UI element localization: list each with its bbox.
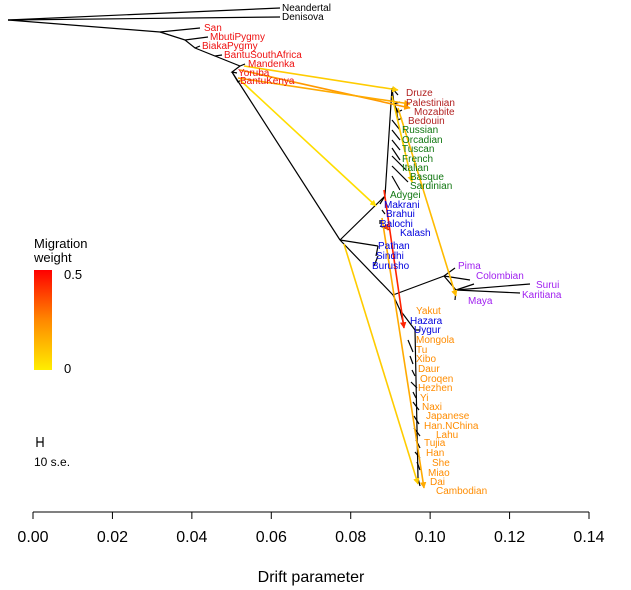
leaf-label: Burusho [372, 261, 410, 272]
leaf-label: Sardinian [410, 181, 452, 192]
leaf-label: Han [426, 448, 444, 459]
scale-bar: 10 s.e. [34, 437, 70, 469]
leaf-label: Hazara [410, 316, 443, 327]
leaf-label: Makrani [384, 200, 420, 211]
x-axis-title: Drift parameter [258, 569, 365, 586]
leaf-label: Neandertal [282, 3, 331, 14]
migration-edge [397, 107, 458, 297]
leaf-label: Yoruba [238, 68, 270, 79]
leaf-label: Sindhi [376, 251, 404, 262]
leaf-label: Brahui [386, 209, 415, 220]
leaf-label: MbutiPygmy [210, 32, 265, 43]
legend-title: weight [33, 250, 72, 265]
leaf-label: Naxi [422, 402, 442, 413]
leaf-label: Miao [428, 468, 450, 479]
migration-edge [237, 77, 411, 107]
leaf-label: Druze [406, 88, 433, 99]
leaf-label: Cambodian [436, 486, 487, 497]
migration-edge [383, 189, 407, 329]
migration-edge [382, 223, 389, 231]
leaf-label: Hezhen [418, 383, 452, 394]
leaf-label: Uygur [414, 325, 441, 336]
leaf-label: Pima [458, 261, 481, 272]
x-tick-label: 0.00 [17, 529, 48, 546]
x-tick-label: 0.02 [97, 529, 128, 546]
leaf-label: Mandenka [248, 59, 295, 70]
x-tick-label: 0.14 [573, 529, 604, 546]
leaf-label: She [432, 458, 450, 469]
legend-min-label: 0 [64, 361, 71, 376]
leaf-label: Bedouin [408, 116, 445, 127]
leaf-labels: Neandertal Denisova San MbutiPygmy Biaka… [202, 3, 562, 497]
leaf-label: Russian [402, 125, 438, 136]
migration-edges [237, 65, 458, 489]
migration-weight-legend: Migration weight 0.5 0 [33, 236, 87, 376]
leaf-label: Denisova [282, 12, 324, 23]
migration-edge [239, 79, 377, 207]
leaf-label: Lahu [436, 430, 458, 441]
leaf-label: Tujia [424, 438, 446, 449]
leaf-label: Maya [468, 296, 493, 307]
leaf-label: Basque [410, 172, 444, 183]
tree-branches [7, 7, 531, 487]
x-tick-label: 0.04 [176, 529, 207, 546]
leaf-label: BiakaPygmy [202, 41, 258, 52]
scale-bar-label: 10 s.e. [34, 455, 70, 469]
migration-edge [343, 243, 420, 485]
leaf-label: Yi [420, 393, 429, 404]
leaf-label: French [402, 154, 433, 165]
legend-max-label: 0.5 [64, 267, 82, 282]
leaf-label: Japanese [426, 411, 470, 422]
leaf-label: Colombian [476, 271, 524, 282]
x-tick-label: 0.08 [335, 529, 366, 546]
migration-edge [391, 95, 414, 183]
leaf-label: Orcadian [402, 135, 443, 146]
x-tick-label: 0.06 [256, 529, 287, 546]
leaf-label: BantuSouthAfrica [224, 50, 302, 61]
leaf-label: BantuKenya [240, 76, 295, 87]
leaf-label: Kalash [400, 228, 431, 239]
leaf-label: Tu [416, 345, 427, 356]
leaf-label: Han.NChina [424, 421, 479, 432]
leaf-label: Oroqen [420, 374, 453, 385]
leaf-label: Tuscan [402, 144, 434, 155]
leaf-label: Xibo [416, 354, 436, 365]
leaf-label: Italian [402, 163, 429, 174]
legend-color-bar [34, 270, 52, 370]
leaf-label: Daur [418, 364, 440, 375]
leaf-label: Pathan [378, 241, 410, 252]
leaf-label: Yakut [416, 306, 441, 317]
x-tick-label: 0.12 [494, 529, 525, 546]
x-axis: 0.00 0.02 0.04 0.06 0.08 0.10 0.12 0.14 Drift p… [17, 511, 605, 586]
leaf-label: Mongola [416, 335, 455, 346]
leaf-label: Adygei [390, 190, 421, 201]
leaf-label: Palestinian [406, 98, 455, 109]
leaf-label: Mozabite [414, 107, 455, 118]
migration-edge [381, 217, 427, 489]
leaf-label: Balochi [380, 219, 413, 230]
x-tick-label: 0.10 [415, 529, 446, 546]
leaf-label: San [204, 23, 222, 34]
leaf-label: Dai [430, 477, 445, 488]
leaf-label: Karitiana [522, 290, 562, 301]
migration-edge [243, 65, 399, 93]
legend-title: Migration [34, 236, 87, 251]
migration-edge [239, 69, 411, 110]
leaf-label: Surui [536, 280, 559, 291]
